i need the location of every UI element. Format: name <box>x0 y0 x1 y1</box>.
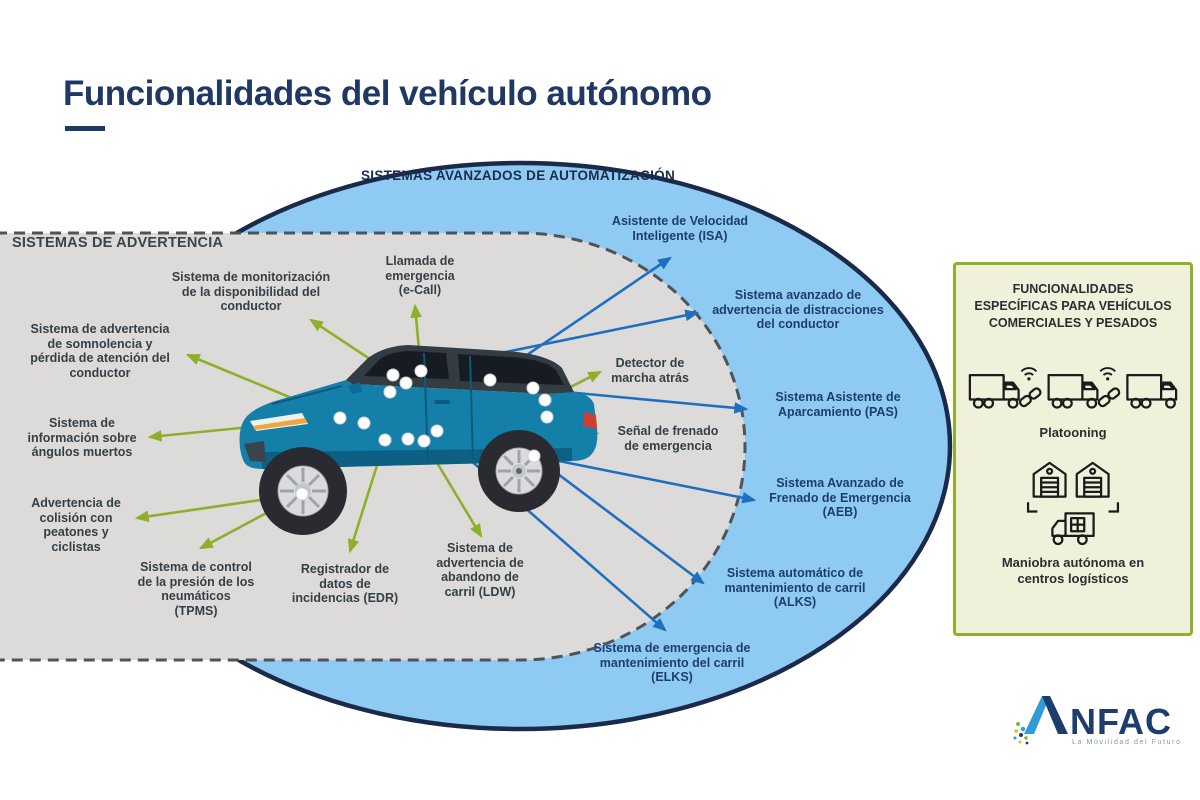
anfac-tagline: La Movilidad del Futuro <box>1072 739 1182 746</box>
wifi-icon <box>1099 367 1117 382</box>
platooning-icon <box>968 367 1178 409</box>
connection-dots <box>295 364 554 501</box>
truck-icon <box>968 373 1020 409</box>
anfac-logo-mark <box>1013 696 1068 745</box>
logistics-icon <box>1026 461 1120 546</box>
feature-label-distracciones: Sistema avanzado de advertencia de distr… <box>712 288 884 332</box>
feature-label-isa: Asistente de Velocidad Inteligente (ISA) <box>611 214 749 243</box>
anfac-logo-dots <box>1013 722 1029 745</box>
wifi-icon <box>1020 367 1038 382</box>
warehouse-icon <box>1075 461 1110 498</box>
feature-label-aeb: Sistema Avanzado de Frenado de Emergenci… <box>769 476 911 520</box>
chain-link-icon <box>1017 385 1043 409</box>
rear-wheel <box>478 430 560 512</box>
warning-zone-title: SISTEMAS DE ADVERTENCIA <box>12 235 224 251</box>
automation-zone-title: SISTEMAS AVANZADOS DE AUTOMATIZACIÓN <box>360 168 676 183</box>
car-illustration <box>239 345 598 535</box>
warehouse-icon <box>1032 461 1067 498</box>
feature-label-ecall: Llamada de emergencia (e-Call) <box>385 254 455 298</box>
feature-label-angulos-muertos: Sistema de información sobre ángulos mue… <box>27 416 137 460</box>
feature-label-ldw: Sistema de advertencia de abandono de ca… <box>436 541 524 599</box>
anfac-wordmark: NFAC <box>1070 701 1172 742</box>
feature-label-colision-peatones: Advertencia de colisión con peatones y c… <box>31 496 121 554</box>
truck-icon <box>1047 373 1099 409</box>
feature-label-elks: Sistema de emergencia de mantenimiento d… <box>593 641 751 685</box>
logistics-label: Maniobra autónoma en centros logísticos <box>1001 555 1145 587</box>
platooning-label: Platooning <box>1039 425 1107 440</box>
feature-label-detector-marcha-atras: Detector de marcha atrás <box>611 356 689 385</box>
title-underline <box>65 126 105 131</box>
commercial-panel: FUNCIONALIDADES ESPECÍFICAS PARA VEHÍCUL… <box>953 262 1193 636</box>
taillight <box>583 412 597 429</box>
feature-label-senal-frenado: Señal de frenado de emergencia <box>617 424 719 453</box>
feature-label-monitorizacion: Sistema de monitorización de la disponib… <box>171 270 331 314</box>
feature-label-edr: Registrador de datos de incidencias (EDR… <box>291 562 399 606</box>
feature-label-pas: Sistema Asistente de Aparcamiento (PAS) <box>775 390 901 419</box>
truck-icon <box>1051 512 1095 546</box>
page-title: Funcionalidades del vehículo autónomo <box>63 74 712 113</box>
chain-link-icon <box>1096 385 1122 409</box>
feature-label-tpms: Sistema de control de la presión de los … <box>137 560 255 618</box>
commercial-panel-title: FUNCIONALIDADES ESPECÍFICAS PARA VEHÍCUL… <box>974 282 1172 330</box>
feature-label-somnolencia: Sistema de advertencia de somnolencia y … <box>30 322 170 380</box>
anfac-logo: NFAC La Movilidad del Futuro <box>1013 696 1182 746</box>
feature-label-alks: Sistema automático de mantenimiento de c… <box>724 566 866 610</box>
truck-icon <box>1126 373 1178 409</box>
side-mirror <box>348 382 362 394</box>
